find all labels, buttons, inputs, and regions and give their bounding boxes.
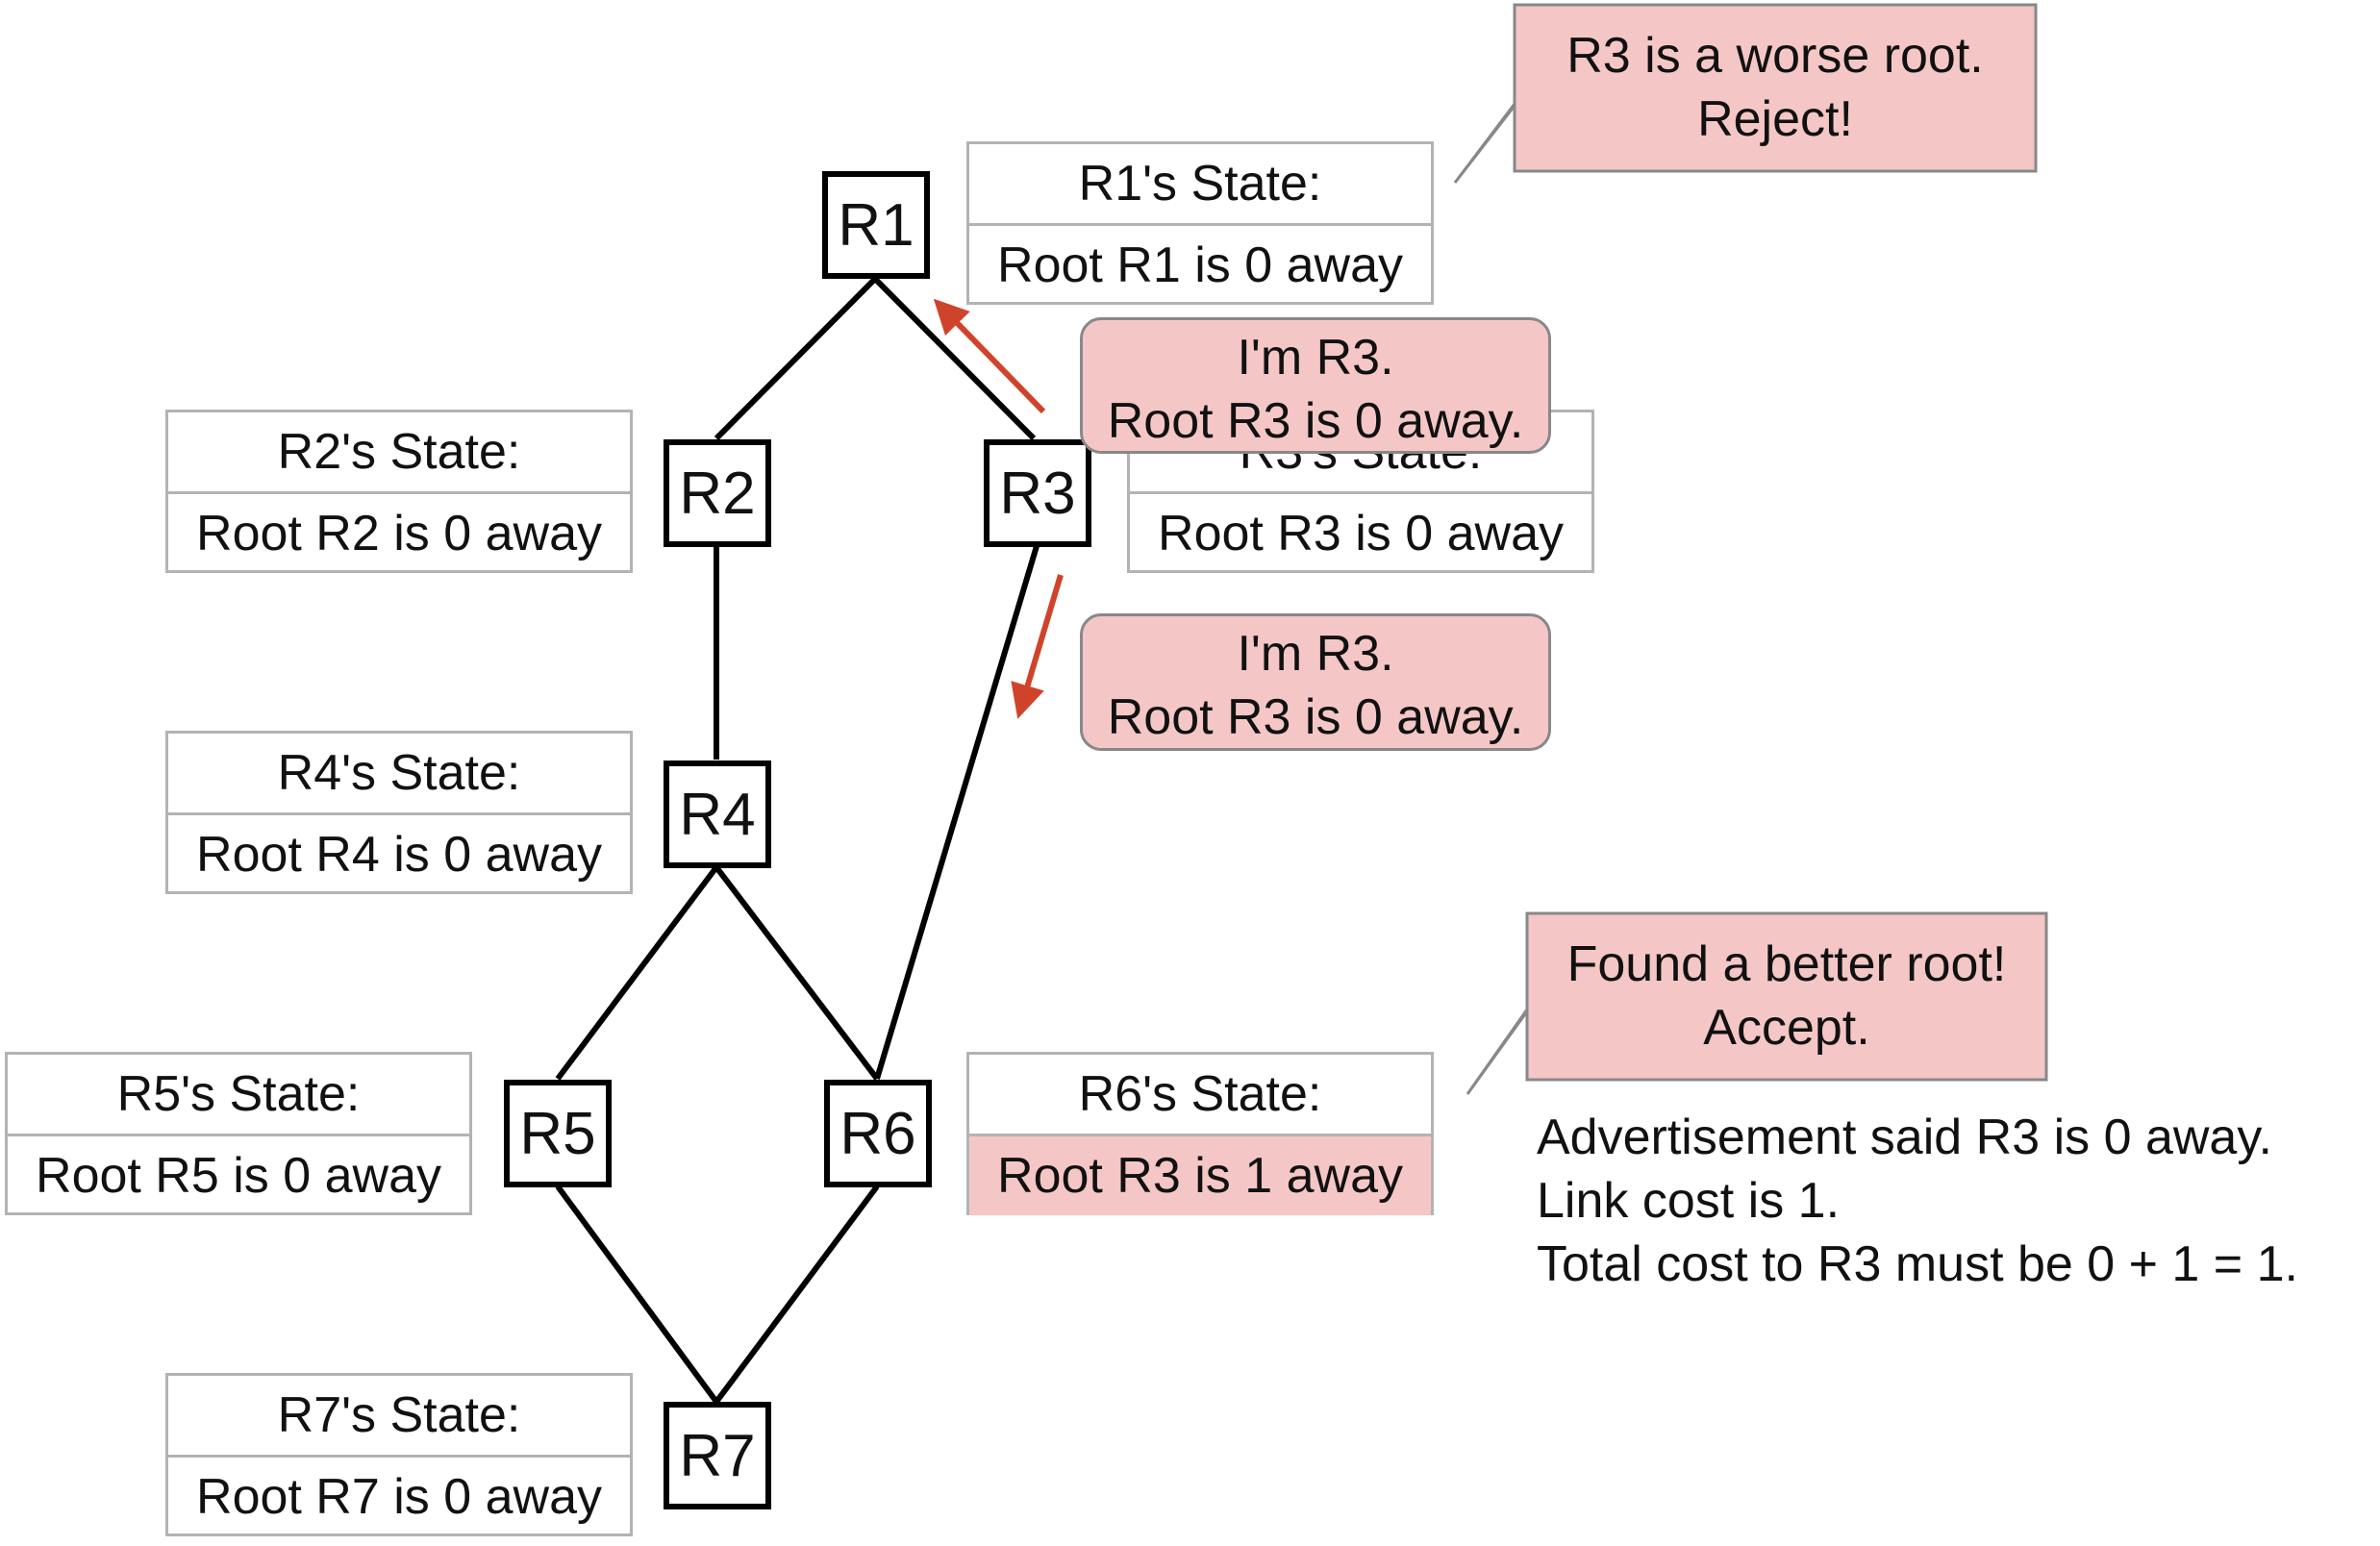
- state-value: Root R3 is 1 away: [969, 1136, 1431, 1215]
- callout-line: Reject!: [1697, 91, 1853, 147]
- state-title: R1's State:: [969, 144, 1431, 226]
- router-r5: R5: [504, 1080, 612, 1187]
- router-r1: R1: [822, 171, 930, 279]
- note-line: Link cost is 1.: [1537, 1173, 1841, 1229]
- state-title: R6's State:: [969, 1055, 1431, 1136]
- message-line: I'm R3.: [1237, 330, 1394, 386]
- state-title: R4's State:: [168, 734, 630, 815]
- state-table-r1: R1's State: Root R1 is 0 away: [966, 141, 1434, 305]
- callout-r1: R3 is a worse root. Reject!: [1515, 24, 2036, 151]
- link-r4-r6: [714, 865, 880, 1081]
- message-line: I'm R3.: [1237, 626, 1394, 682]
- router-r2: R2: [664, 439, 771, 547]
- link-r4-r5: [555, 865, 719, 1081]
- callout-line: R3 is a worse root.: [1566, 28, 1984, 84]
- explanation-note: Advertisement said R3 is 0 away. Link co…: [1537, 1106, 2298, 1296]
- state-value: Root R5 is 0 away: [36, 1148, 441, 1204]
- callout-r6-bubble: [1466, 911, 2048, 1095]
- note-line: Total cost to R3 must be 0 + 1 = 1.: [1537, 1236, 2298, 1292]
- callout-r1-bubble: [1453, 3, 2038, 184]
- link-r6-r7: [714, 1184, 880, 1404]
- callout-line: Found a better root!: [1566, 936, 2007, 992]
- router-r4: R4: [664, 761, 771, 868]
- arrow-r3-to-r1: [933, 298, 1046, 414]
- arrow-r3-to-r6: [1011, 574, 1064, 719]
- router-r6: R6: [824, 1080, 932, 1187]
- state-table-r4: R4's State: Root R4 is 0 away: [165, 731, 633, 894]
- link-r3-r6: [874, 545, 1040, 1080]
- link-r5-r7: [555, 1184, 719, 1404]
- state-table-r7: R7's State: Root R7 is 0 away: [165, 1373, 633, 1536]
- state-value: Root R2 is 0 away: [196, 506, 602, 561]
- link-r1-r3: [872, 276, 1037, 441]
- advertisement-to-r6: I'm R3. Root R3 is 0 away.: [1080, 613, 1551, 751]
- link-r1-r2: [714, 276, 878, 441]
- state-title: R5's State:: [8, 1055, 469, 1136]
- state-value: Root R3 is 0 away: [1158, 506, 1564, 561]
- state-table-r6: R6's State: Root R3 is 1 away: [966, 1052, 1434, 1215]
- note-line: Advertisement said R3 is 0 away.: [1537, 1110, 2272, 1165]
- router-r7: R7: [664, 1402, 771, 1509]
- advertisement-to-r1: I'm R3. Root R3 is 0 away.: [1080, 317, 1551, 454]
- state-table-r5: R5's State: Root R5 is 0 away: [5, 1052, 472, 1215]
- state-title: R7's State:: [168, 1376, 630, 1458]
- state-value: Root R7 is 0 away: [196, 1469, 602, 1525]
- router-r3: R3: [984, 439, 1091, 547]
- state-table-r2: R2's State: Root R2 is 0 away: [165, 410, 633, 573]
- callout-r6: Found a better root! Accept.: [1527, 933, 2046, 1060]
- message-line: Root R3 is 0 away.: [1107, 689, 1524, 745]
- message-line: Root R3 is 0 away.: [1107, 393, 1524, 449]
- state-title: R2's State:: [168, 412, 630, 494]
- callout-line: Accept.: [1703, 1000, 1870, 1056]
- state-value: Root R4 is 0 away: [196, 827, 602, 883]
- state-value: Root R1 is 0 away: [997, 237, 1403, 293]
